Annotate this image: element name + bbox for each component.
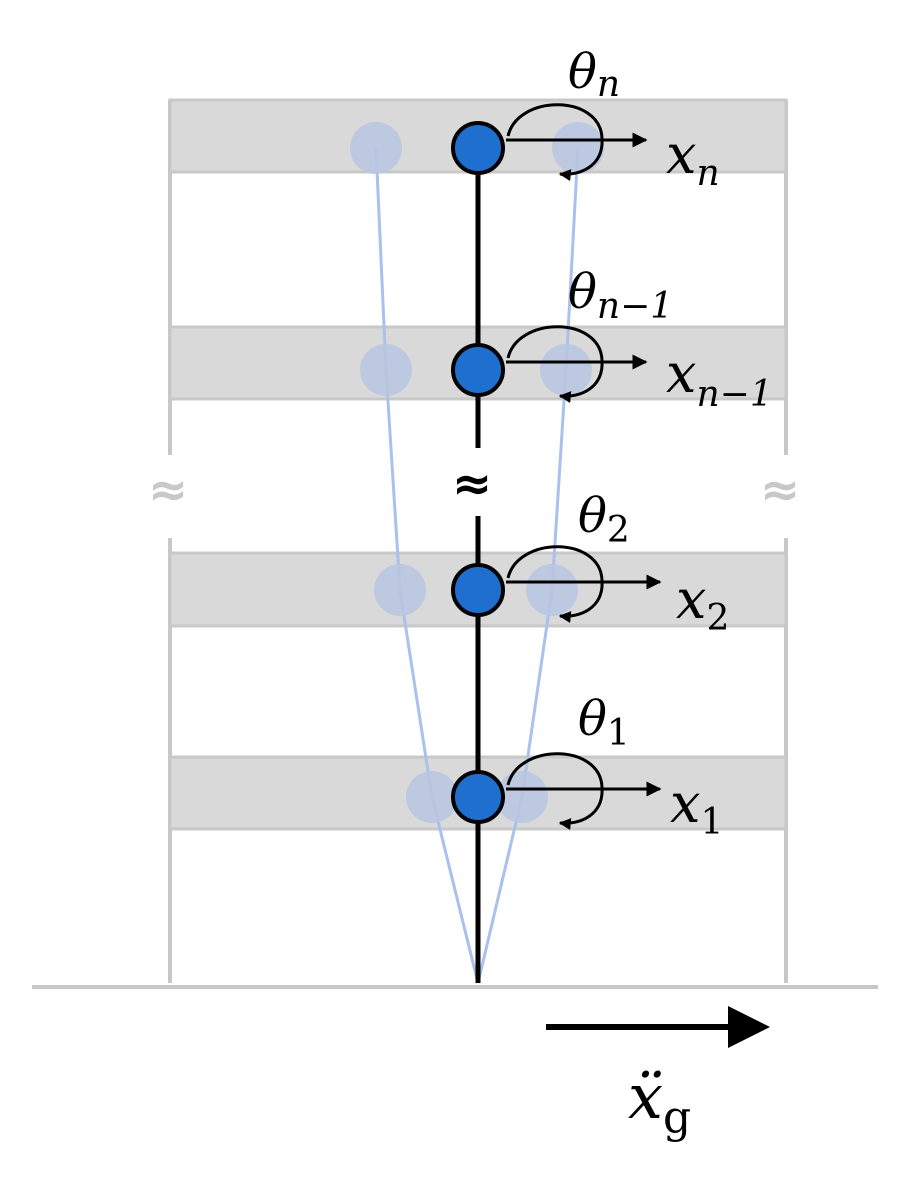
ghost-node-right-0 (552, 122, 604, 174)
ghost-node-left-0 (350, 122, 402, 174)
floor-labels: θn xn θn−1 xn−1 θ2 x2 θ1 x1 (568, 44, 773, 843)
approx-break-icon-left: ≈ (148, 462, 188, 518)
ghost-node-left-1 (360, 344, 412, 396)
ghost-node-right-1 (540, 344, 592, 396)
floor-node-2 (451, 563, 505, 617)
floor-nodes (451, 121, 505, 824)
ghost-node-right-2 (526, 564, 578, 616)
theta-label-n-1: θn−1 (568, 264, 673, 327)
ghost-node-left-2 (374, 564, 426, 616)
floor-node-3 (451, 770, 505, 824)
rotation-arrow-icon-1 (506, 325, 604, 404)
floor-node-1 (451, 343, 505, 397)
x-label-n-1: xn−1 (666, 342, 773, 415)
rotation-arrow-icon-3 (506, 752, 604, 831)
deformed-shapes (350, 122, 604, 984)
theta-label-1: θ1 (578, 691, 630, 754)
x-label-1: x1 (670, 772, 723, 843)
theta-label-n: θn (568, 44, 620, 105)
approx-break-icon-center: ≈ (452, 456, 492, 512)
ground-acceleration: ẍg (546, 1006, 770, 1143)
ground-accel-arrowhead-icon (728, 1006, 770, 1048)
x-label-n: xn (666, 123, 720, 194)
rotation-arrow-icon-2 (506, 545, 604, 624)
break-symbols: ≈ ≈ ≈ (148, 456, 800, 518)
ground-accel-label: ẍg (628, 1060, 691, 1143)
rotation-arrow-icon-0 (506, 103, 604, 182)
approx-break-icon-right: ≈ (760, 462, 800, 518)
floor-node-0 (451, 121, 505, 175)
x-label-2: x2 (676, 568, 729, 639)
theta-label-2: θ2 (578, 488, 630, 551)
ghost-node-left-3 (406, 771, 458, 823)
floor-arrows (506, 103, 662, 831)
